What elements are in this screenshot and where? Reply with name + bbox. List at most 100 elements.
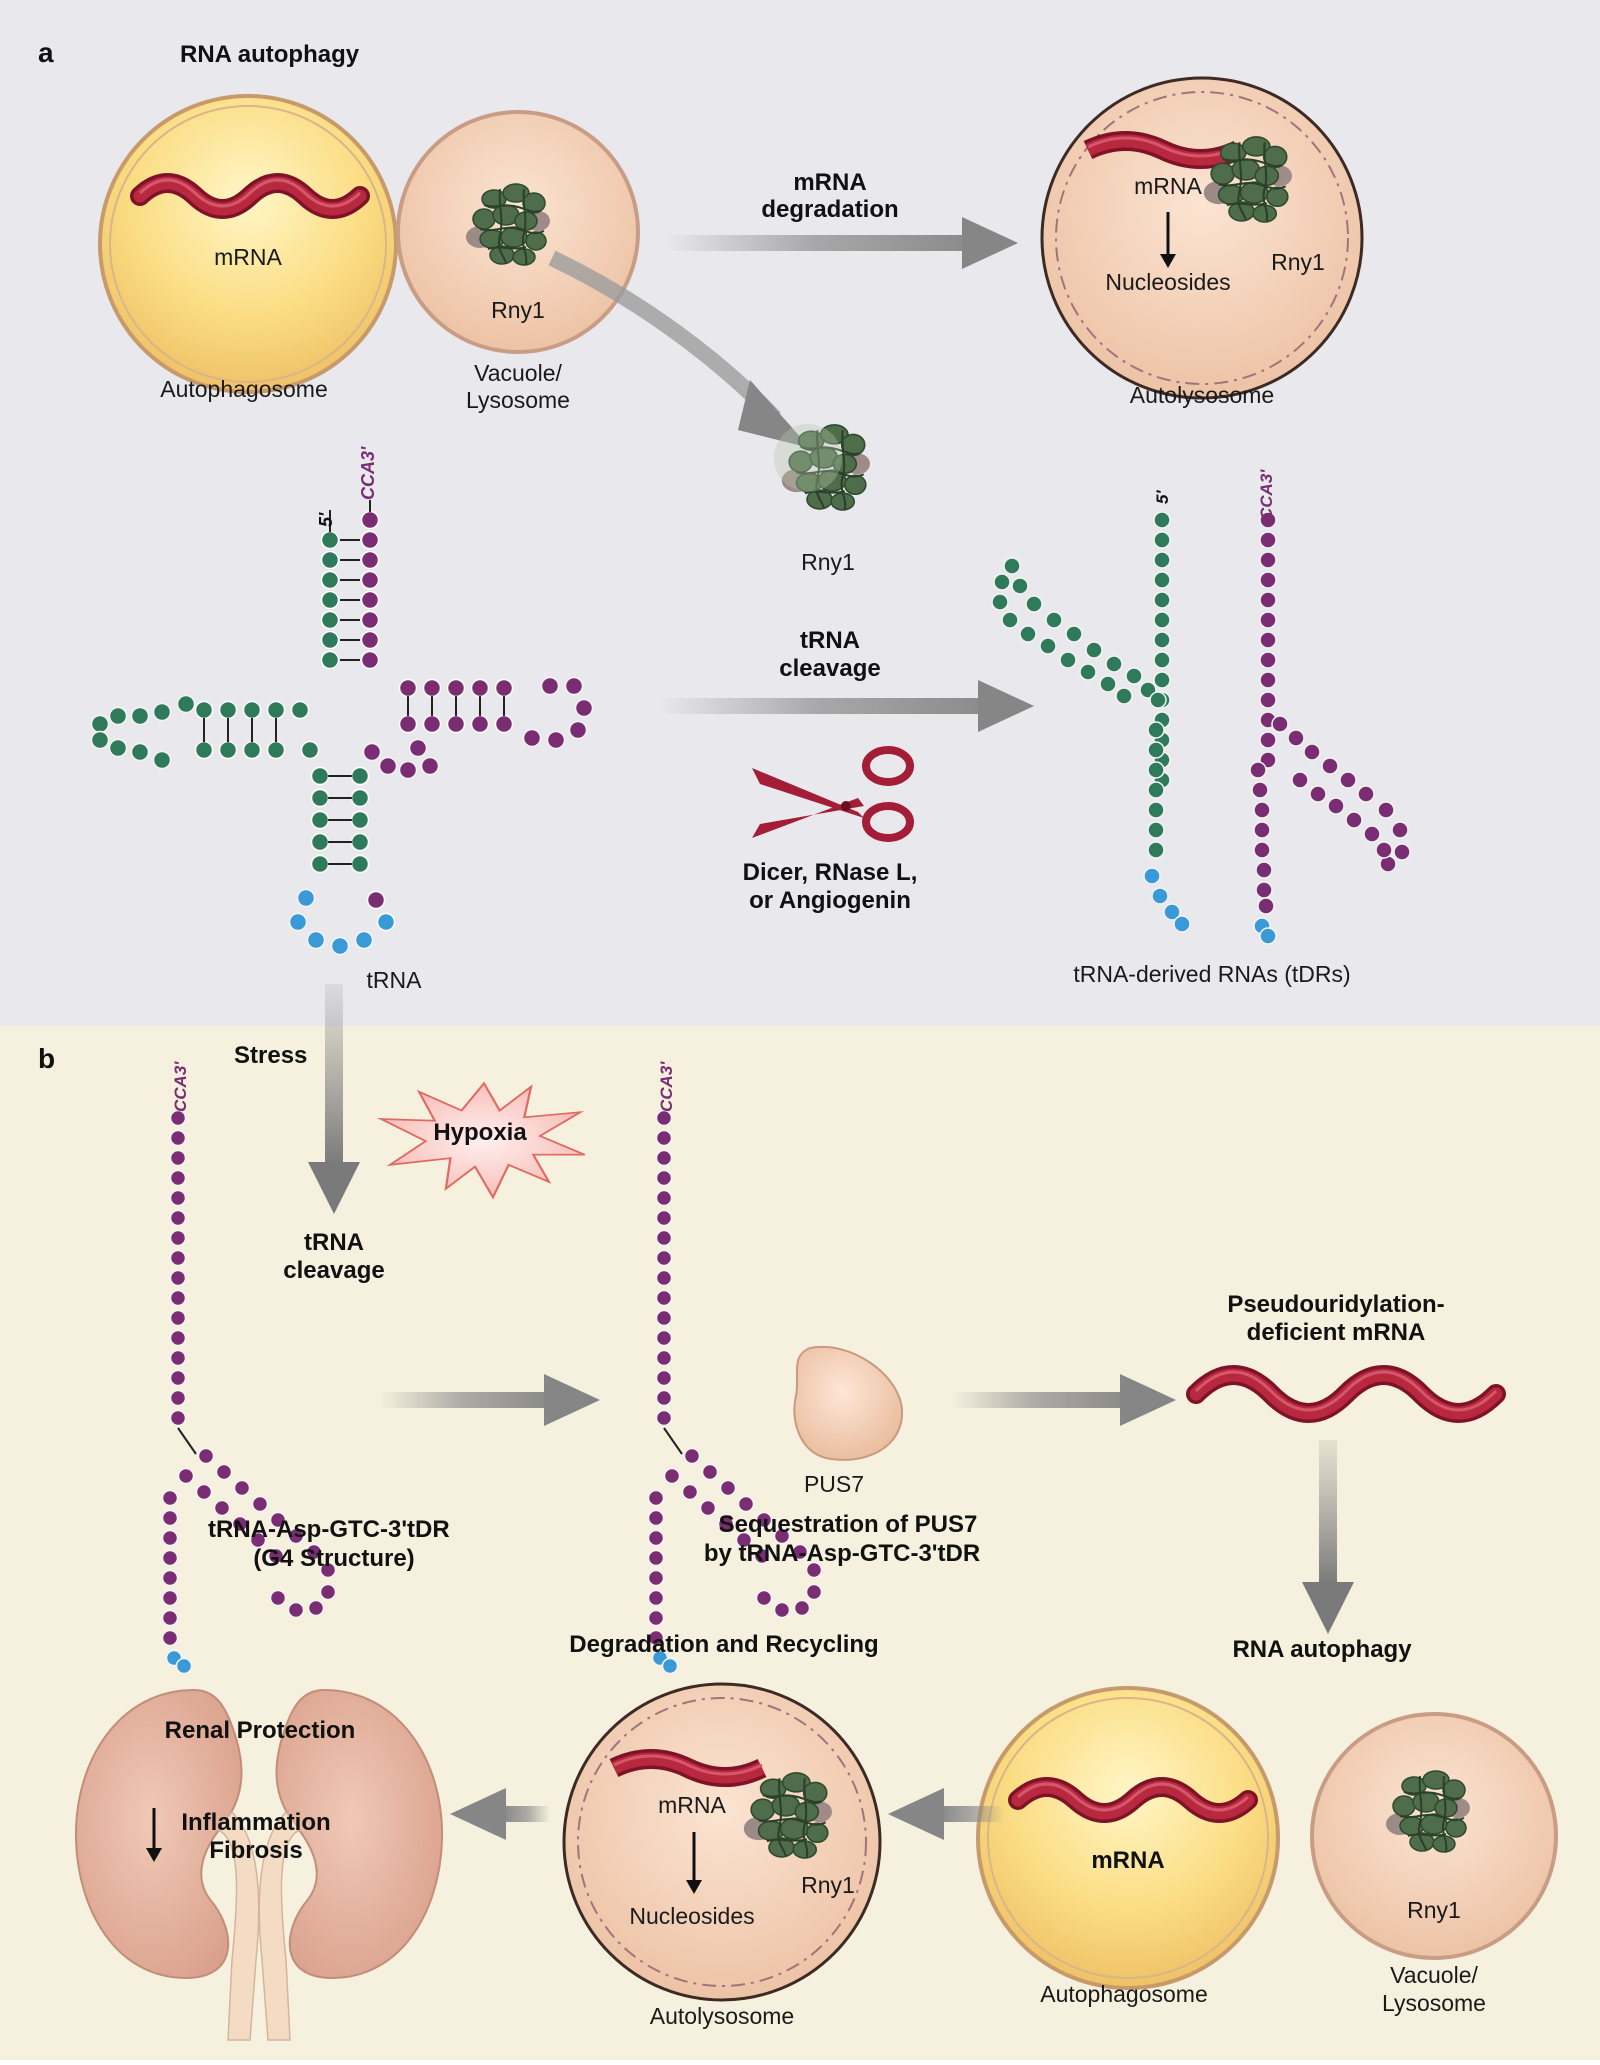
nucleotide: [161, 1529, 179, 1547]
nucleotide: [1345, 811, 1363, 829]
nucleotide: [755, 1511, 773, 1529]
nucleotide: [176, 694, 196, 714]
autophagosome-content: mRNA: [214, 244, 282, 270]
nucleotide: [1153, 631, 1171, 649]
nucleotide: [169, 1149, 187, 1167]
nucleotide: [1253, 801, 1271, 819]
autolysosome-a-mrna: mRNA: [1134, 173, 1202, 199]
nucleotide: [307, 1599, 325, 1617]
nucleotide: [319, 1583, 337, 1601]
nucleotide: [130, 706, 150, 726]
nucleotide: [1085, 641, 1103, 659]
nucleotide: [1259, 531, 1277, 549]
nucleotide: [655, 1409, 673, 1427]
nucleotide: [683, 1447, 701, 1465]
nucleotide: [408, 738, 428, 758]
kidney-icon: [74, 1688, 444, 2041]
autolysosome-b-arrow: [888, 1788, 1004, 1840]
nucleotide: [1259, 591, 1277, 609]
nucleotide: [213, 1499, 231, 1517]
nucleotide: [1147, 821, 1165, 839]
nucleotide: [288, 912, 308, 932]
nucleotide: [287, 1601, 305, 1619]
trna-anticodon-stem-nt: [310, 854, 330, 874]
deficient-mrna: [1186, 1365, 1506, 1423]
nucleotide: [108, 706, 128, 726]
nucleotide: [161, 1569, 179, 1587]
free-rny1-label: Rny1: [801, 549, 855, 575]
trna-cleavage-b-1: tRNA: [304, 1229, 364, 1256]
trna-five-prime: 5': [316, 512, 336, 527]
autolysosome-a-nucleosides: Nucleosides: [1105, 269, 1230, 295]
nucleotide: [1249, 761, 1267, 779]
vacuole-content: Rny1: [491, 297, 545, 323]
down-arrow-head: [146, 1848, 162, 1862]
trna-anticodon-nt: [366, 890, 386, 910]
nucleotide: [161, 1589, 179, 1607]
trna-acceptor-3p-nt: [360, 630, 380, 650]
nucleotide: [1125, 667, 1143, 685]
trna-acceptor-5p-nt: [320, 630, 340, 650]
nucleotide: [169, 1389, 187, 1407]
tdr-g4-left-g4: [165, 1649, 193, 1675]
sequestration-label-2: by tRNA-Asp-GTC-3'tDR: [704, 1540, 980, 1567]
renal-protection-arrow: [450, 1788, 550, 1840]
pus7-three-prime: CCA3': [657, 1061, 676, 1112]
nucleotide: [1259, 671, 1277, 689]
autophagosome-b-label: Autophagosome: [1040, 1981, 1208, 2007]
renal-protection-label: Renal Protection: [165, 1717, 356, 1744]
nucleotide: [1259, 651, 1277, 669]
panel-a-title: RNA autophagy: [180, 41, 360, 68]
nucleotide: [655, 1389, 673, 1407]
tdr-5p-tail: [1147, 721, 1165, 859]
trna-anticodon-nt: [376, 912, 396, 932]
trna-acceptor-5p-nt: [320, 530, 340, 550]
nucleotide: [755, 1589, 773, 1607]
nucleotide: [1357, 785, 1375, 803]
nucleotide: [1099, 675, 1117, 693]
rna-autophagy-b-label: RNA autophagy: [1232, 1636, 1412, 1663]
nucleotide: [1147, 801, 1165, 819]
panel-b-letter: b: [38, 1043, 55, 1074]
nucleotide: [1153, 511, 1171, 529]
deficient-mrna-label-2: deficient mRNA: [1247, 1319, 1426, 1346]
nucleotide: [169, 1169, 187, 1187]
nucleotide: [1259, 511, 1277, 529]
nucleotide: [1059, 651, 1077, 669]
nucleotide: [1039, 637, 1057, 655]
nucleotide: [233, 1479, 251, 1497]
trna-t-arm-nt: [470, 678, 490, 698]
nucleotide: [175, 1657, 193, 1675]
nucleotide: [647, 1569, 665, 1587]
nucleotide: [161, 1549, 179, 1567]
nucleotide: [805, 1561, 823, 1579]
nucleotide: [1291, 771, 1309, 789]
autolysosome-a-membrane: [1040, 76, 1364, 400]
nucleotide: [655, 1249, 673, 1267]
tdr-g4-left-tail: [161, 1489, 179, 1647]
nucleotide: [681, 1483, 699, 1501]
vacuole-label-2: Lysosome: [466, 387, 570, 413]
nucleotide: [169, 1229, 187, 1247]
nucleotide: [1309, 785, 1327, 803]
nucleotide: [90, 714, 110, 734]
nucleotide: [169, 1409, 187, 1427]
trna-three-prime: CCA3': [358, 446, 378, 500]
stress-arrow: [308, 984, 360, 1214]
trna-acceptor-5p-nt: [320, 650, 340, 670]
nucleotide: [306, 930, 326, 950]
nucleotide: [169, 1349, 187, 1367]
nucleotide: [1147, 721, 1165, 739]
nucleotide: [1257, 897, 1275, 915]
nucleotide: [169, 1289, 187, 1307]
trna-anticodon-stem-nt: [310, 810, 330, 830]
tdr-3p-stem: [1259, 511, 1277, 769]
autolysosome-a-label: Autolysosome: [1130, 382, 1274, 408]
nucleotide: [655, 1109, 673, 1127]
nucleotide: [1019, 625, 1037, 643]
trna-d-arm-nt: [242, 740, 262, 760]
nucleotide: [1375, 841, 1393, 859]
nucleotide: [773, 1527, 791, 1545]
nucleotide: [647, 1529, 665, 1547]
